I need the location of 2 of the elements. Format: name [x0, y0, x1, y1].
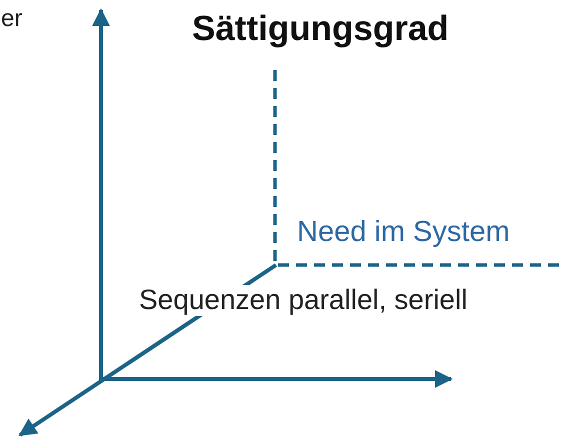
- axis-label: Sequenzen parallel, seriell: [139, 285, 468, 316]
- axis-label: Need im System: [297, 217, 510, 249]
